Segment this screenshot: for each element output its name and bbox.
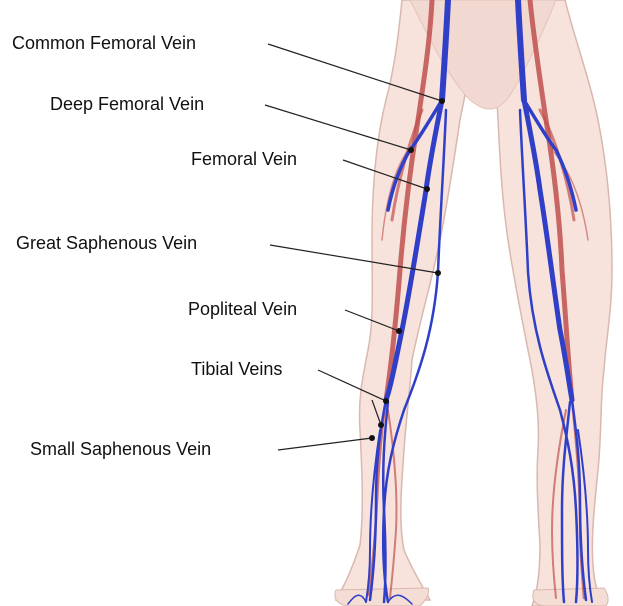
label-femoral-vein: Femoral Vein bbox=[191, 148, 297, 170]
label-deep-femoral-vein: Deep Femoral Vein bbox=[50, 93, 204, 115]
dot-small-saphenous bbox=[369, 435, 375, 441]
leader-small-saphenous bbox=[278, 438, 372, 450]
dot-common-femoral bbox=[439, 98, 445, 104]
dot-tibial-a bbox=[383, 398, 389, 404]
dot-popliteal bbox=[396, 328, 402, 334]
label-popliteal-vein: Popliteal Vein bbox=[188, 298, 297, 320]
label-small-saphenous-vein: Small Saphenous Vein bbox=[30, 438, 211, 460]
dot-deep-femoral bbox=[408, 147, 414, 153]
label-great-saphenous-vein: Great Saphenous Vein bbox=[16, 232, 197, 254]
left-foot bbox=[533, 588, 608, 606]
dot-femoral bbox=[424, 186, 430, 192]
dot-great-saphenous bbox=[435, 270, 441, 276]
label-common-femoral-vein: Common Femoral Vein bbox=[12, 32, 196, 54]
label-tibial-veins: Tibial Veins bbox=[191, 358, 282, 380]
dot-tibial-b bbox=[378, 422, 384, 428]
